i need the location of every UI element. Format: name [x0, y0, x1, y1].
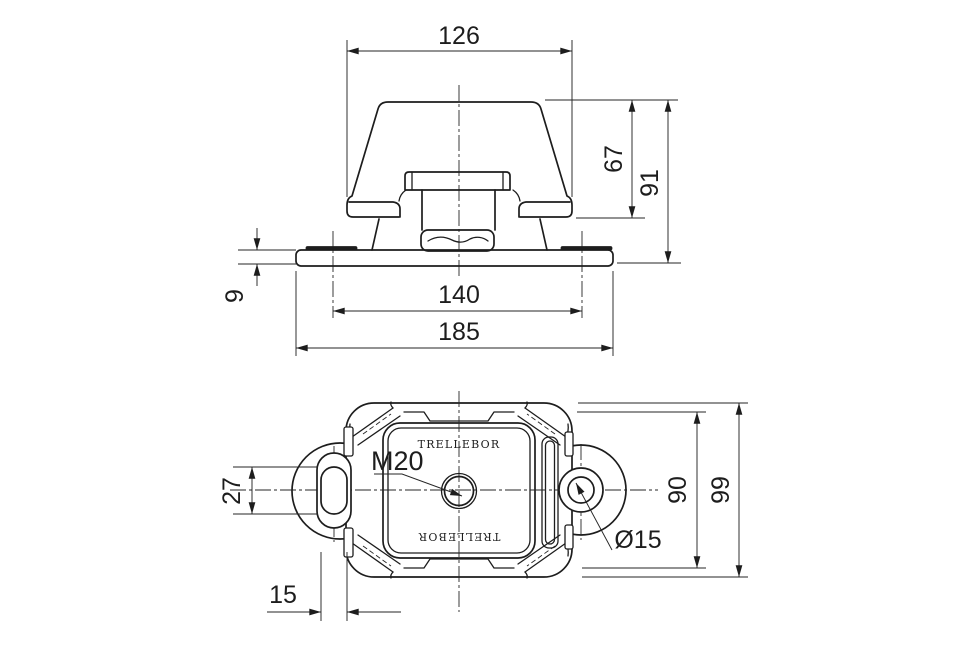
dim-140-label: 140: [438, 281, 480, 309]
dim-67: 67: [545, 99, 678, 219]
dim-15: 15: [267, 552, 401, 621]
thread-inner-circle: [443, 475, 475, 507]
right-edge-tab-upper: [564, 431, 574, 457]
dim-90-label: 90: [664, 476, 692, 504]
dim-126: 126: [346, 22, 573, 197]
right-mounting-hole: [567, 476, 595, 504]
plan-view: TRELLEBOR TRELLEBOR M20 Ø15 27 15: [218, 391, 748, 621]
rubber-body-outline: [346, 101, 573, 218]
brand-text-bottom: TRELLEBOR: [418, 530, 501, 543]
pedestal-right: [539, 218, 548, 251]
hole-callout: Ø15: [575, 482, 662, 554]
dim-126-label: 126: [438, 22, 480, 50]
left-mounting-slot: [320, 466, 348, 515]
left-edge-tab-upper: [343, 426, 354, 457]
dim-99: 99: [578, 402, 748, 578]
dim-27: 27: [218, 466, 318, 515]
base-plate: [295, 249, 614, 267]
hole-label: Ø15: [614, 526, 661, 554]
dim-140: 140: [332, 281, 583, 315]
left-edge-tab-lower: [343, 527, 354, 558]
dim-9-label: 9: [221, 289, 249, 303]
dim-91-label: 91: [636, 169, 664, 197]
dim-90: 90: [577, 411, 706, 569]
dim-67-label: 67: [600, 145, 628, 173]
flange-right-curve: [512, 189, 521, 202]
thread-callout: M20: [371, 446, 463, 497]
flange-right: [518, 201, 571, 218]
top-cap: [404, 171, 511, 191]
dim-185: 185: [295, 271, 614, 356]
dim-15-label: 15: [269, 581, 297, 609]
base-pad-left: [305, 246, 358, 251]
thread-label: M20: [371, 446, 424, 476]
right-strip-inner: [544, 440, 556, 545]
brand-text-top: TRELLEBOR: [418, 438, 501, 451]
pedestal-left: [371, 218, 380, 251]
flange-left-curve: [398, 189, 407, 202]
dim-27-label: 27: [218, 477, 246, 505]
dim-99-label: 99: [707, 476, 735, 504]
dim-185-label: 185: [438, 318, 480, 346]
flange-left: [348, 201, 401, 218]
lock-nut: [420, 229, 495, 252]
right-edge-tab-lower: [564, 524, 574, 550]
right-strip-outer: [541, 436, 559, 549]
dim-9: 9: [221, 228, 296, 303]
bottom-step-notch: [403, 558, 515, 569]
thread-outer-circle: [440, 472, 478, 510]
base-pad-right: [560, 246, 613, 251]
side-view: 126 67 91 9 140 185: [221, 22, 681, 356]
dim-91: 91: [617, 99, 681, 264]
lock-nut-crimp: [427, 236, 489, 243]
